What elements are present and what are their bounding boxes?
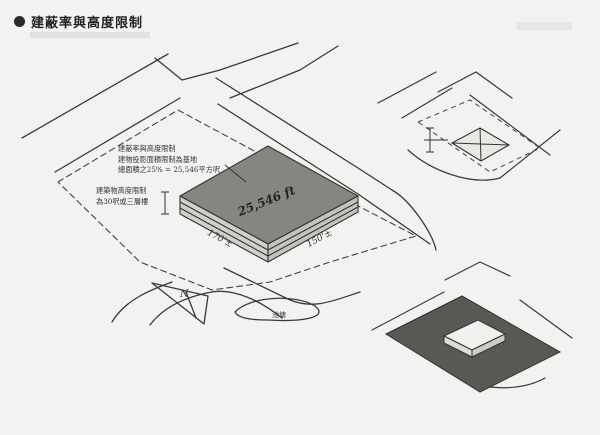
street-edge-right-top (229, 45, 339, 99)
ur-street-f (407, 149, 501, 181)
floor-line-2 (179, 206, 359, 257)
height-marker (161, 191, 169, 215)
ur-street-a (377, 71, 437, 104)
header: 建蔽率與高度限制 (14, 12, 143, 31)
corner-smudge (517, 22, 572, 30)
north-arrow-label: N (180, 289, 189, 300)
ur-street-b (401, 87, 453, 119)
ur-street-e (499, 129, 561, 179)
coverage-annotation: 建蔽率與高度限制 建物投影面積限制為基地 總面積之25% = 25,546平方呎 (118, 144, 220, 176)
lr-street-b (444, 261, 511, 281)
floor-line-1 (179, 201, 359, 251)
avenue-edge-lower (217, 103, 431, 245)
ur-height-marker (424, 127, 448, 153)
page-title: 建蔽率與高度限制 (31, 16, 144, 31)
height-line: 建築物高度限制 (96, 186, 147, 195)
ur-roof-ridge (451, 127, 510, 162)
coverage-line: 建物投影面積限制為基地 (118, 154, 198, 164)
height-line: 為30呎或三層樓 (96, 196, 149, 206)
road-lower-left (111, 281, 173, 323)
lr-street-a (371, 291, 445, 331)
ur-street-d (469, 94, 551, 156)
north-arrow-outline (151, 282, 209, 325)
north-arrow-line (185, 291, 197, 319)
height-annotation: 建築物高度限制 為30呎或三層樓 (96, 186, 148, 207)
avenue-right-curve (391, 189, 437, 251)
coverage-line: 建蔽率與高度限制 (118, 144, 176, 153)
street-edge-middle-left (54, 97, 181, 173)
lr-building-right (471, 333, 506, 358)
ur-site-boundary (417, 99, 541, 173)
pond-label: 池塘 (272, 311, 286, 319)
lr-street-c (519, 299, 573, 339)
site-boundary (57, 109, 418, 291)
avenue-edge-upper (215, 77, 393, 191)
leader-coverage (224, 164, 247, 183)
road-lower-right (223, 267, 361, 305)
street-edge-upper-right (154, 42, 299, 81)
coverage-line: 總面積之25% = 25,546平方呎 (118, 165, 221, 174)
bullet-icon (14, 16, 25, 27)
header-underline-smudge (30, 32, 150, 38)
ur-street-c (437, 71, 513, 99)
road-lower-mid (149, 290, 283, 326)
street-edge-upper-left (21, 53, 169, 139)
pond-outline (234, 297, 320, 322)
